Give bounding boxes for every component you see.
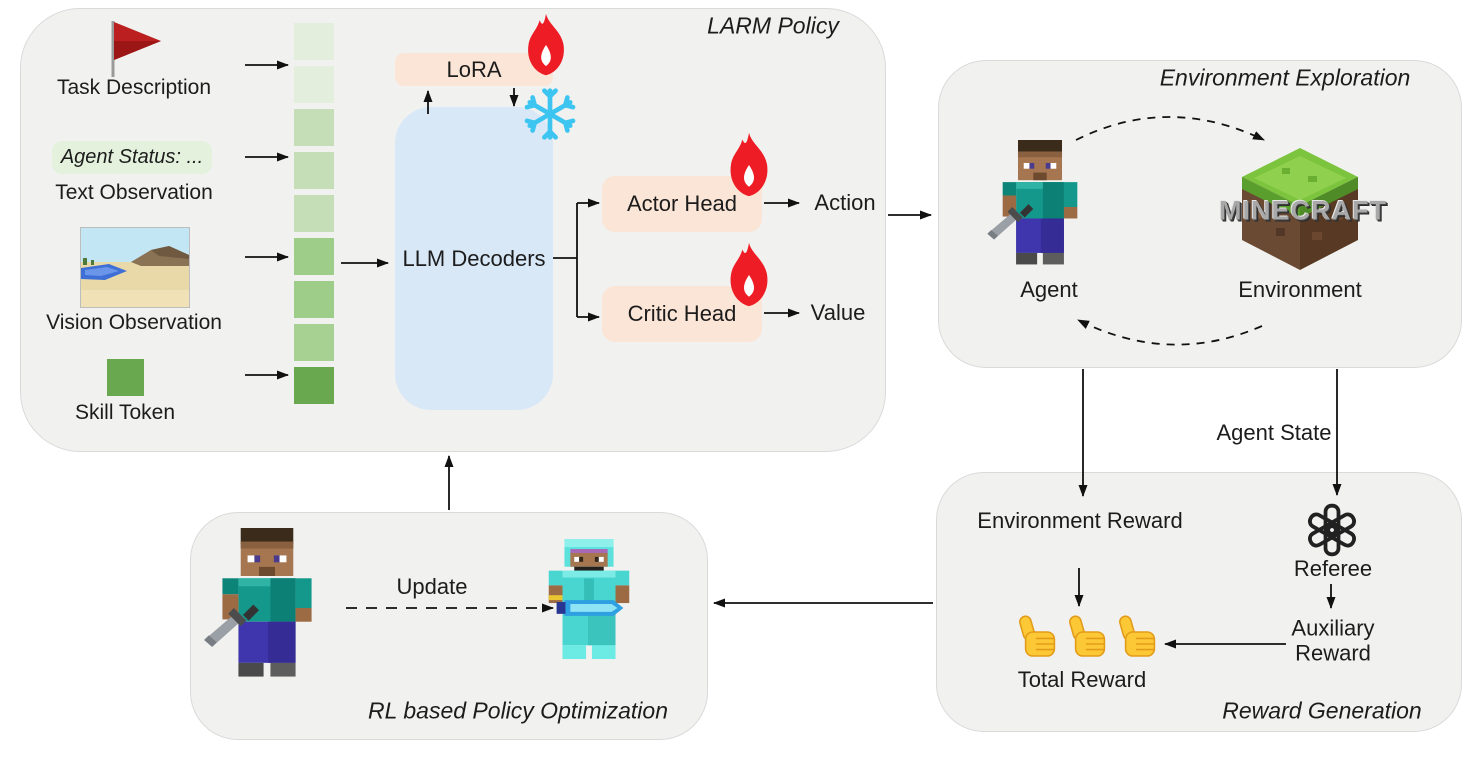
llm-decoders-label: LLM Decoders — [402, 245, 546, 271]
openai-referee-icon — [1307, 503, 1357, 557]
red-flag-icon — [111, 21, 161, 77]
agent-status-pill: Agent Status: ... — [52, 141, 212, 174]
llm-decoders-box: LLM Decoders — [395, 107, 553, 410]
agent-state-label: Agent State — [1216, 420, 1332, 445]
token-square — [294, 23, 334, 60]
update-label: Update — [396, 574, 468, 599]
lora-label: LoRA — [446, 56, 502, 82]
minecraft-grass-block — [1242, 148, 1358, 270]
token-column — [294, 23, 334, 404]
skill-token-label: Skill Token — [75, 401, 175, 424]
token-square — [294, 195, 334, 232]
minecraft-agent-steve — [987, 140, 1078, 265]
policy-steve-old — [204, 528, 312, 677]
fire-icon-lora — [528, 13, 564, 76]
agent-label: Agent — [1020, 277, 1078, 302]
action-label: Action — [814, 190, 876, 215]
minecraft-logo-text: MINECRAFT — [1219, 195, 1387, 226]
token-square — [294, 367, 334, 404]
vision-observation-label: Vision Observation — [46, 311, 222, 334]
token-square — [294, 109, 334, 146]
thumbs-row — [1012, 610, 1160, 662]
referee-label: Referee — [1293, 556, 1373, 581]
value-label: Value — [810, 300, 866, 325]
actor-head-label: Actor Head — [626, 191, 738, 216]
thumbs-up-icon — [1119, 615, 1156, 657]
thumbs-up-icon — [1069, 615, 1106, 657]
fire-icon-critic-head — [730, 242, 768, 307]
text-observation-label: Text Observation — [55, 181, 213, 204]
critic-head-label: Critic Head — [627, 301, 737, 326]
reward-generation-title: Reward Generation — [1222, 697, 1422, 724]
lora-box: LoRA — [395, 53, 553, 86]
environment-exploration-title: Environment Exploration — [1159, 64, 1411, 91]
environment-reward-label: Environment Reward — [977, 508, 1183, 533]
token-square — [294, 324, 334, 361]
token-square — [294, 66, 334, 103]
task-description-label: Task Description — [56, 76, 212, 99]
auxiliary-reward-label: Auxiliary Reward — [1291, 615, 1375, 666]
environment-label: Environment — [1238, 277, 1362, 302]
rl-optimization-title: RL based Policy Optimization — [368, 697, 668, 724]
token-square — [294, 152, 334, 189]
reward-generation-panel — [936, 472, 1462, 732]
snowflake-icon — [522, 86, 578, 142]
token-square — [294, 238, 334, 275]
policy-steve-updated-armored — [548, 539, 630, 660]
larm-policy-title: LARM Policy — [707, 12, 839, 39]
token-square — [294, 281, 334, 318]
skill-token-square — [107, 359, 144, 396]
thumbs-up-icon — [1019, 615, 1056, 657]
total-reward-label: Total Reward — [1017, 667, 1147, 692]
fire-icon-actor-head — [730, 132, 768, 197]
minecraft-scene-thumbnail — [80, 227, 190, 308]
